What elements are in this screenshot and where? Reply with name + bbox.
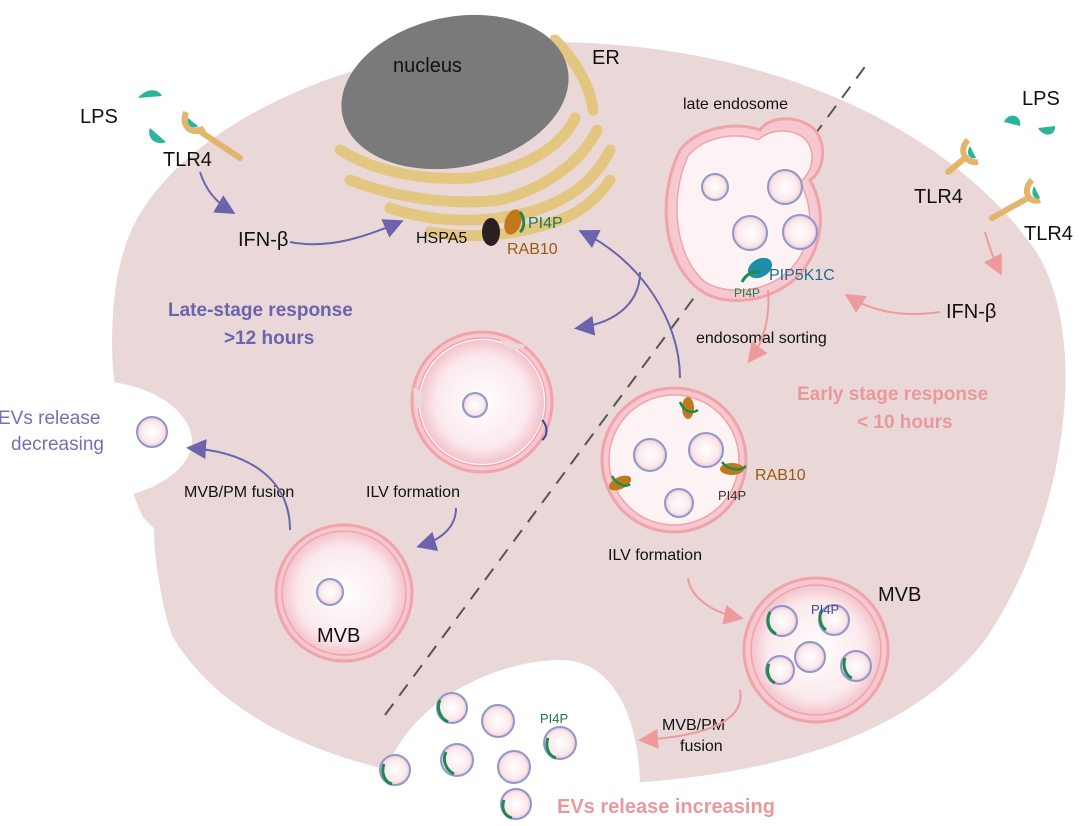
rab10-er-label: RAB10: [507, 241, 558, 258]
tlr4-left-label: TLR4: [163, 149, 212, 171]
hspa5-protein: [482, 218, 500, 246]
left-mvb: [274, 523, 414, 663]
evs-dec-label-line1: EVs release: [0, 408, 100, 429]
right-mvb: [742, 576, 890, 724]
er-label: ER: [592, 47, 620, 69]
early-stage-label-line1: Early stage response: [797, 384, 988, 405]
pi4p-er-mark: [518, 211, 526, 234]
arrow-ifn-to-pip5k1c: [844, 293, 941, 315]
right-endosome: [600, 386, 748, 534]
evs-dec-label-line2: decreasing: [11, 434, 104, 455]
tlr4-right-receptor-2: [989, 177, 1041, 221]
pi4p-er-label: PI4P: [528, 215, 563, 232]
arrow-to-left-endosome: [574, 271, 641, 336]
arrow-mvb-pm-right: [638, 689, 742, 749]
tlr4-left-receptor: [181, 110, 243, 161]
arrow-mvb-pm-left: [186, 439, 291, 531]
tlr4-right-label-2: TLR4: [1024, 223, 1073, 245]
late-stage-label-line2: >12 hours: [224, 328, 314, 349]
evs-inc-label: EVs release increasing: [557, 796, 775, 818]
nucleus: [341, 14, 569, 170]
late-endosome: [664, 117, 825, 302]
lps-left-label: LPS: [80, 106, 118, 128]
lps-left-1: [138, 90, 162, 98]
pi4p-endosome-label: PI4P: [734, 286, 760, 300]
left-endosome: [410, 330, 554, 474]
ilv-formation-right-label: ILV formation: [608, 547, 702, 564]
arrow-tlr4-to-ifn-left: [199, 171, 236, 215]
lps-right-2: [1038, 126, 1056, 135]
ifn-right-label: IFN-β: [946, 301, 996, 323]
pip5k1c-label: PIP5K1C: [769, 267, 835, 284]
ifn-left-label: IFN-β: [238, 229, 288, 251]
arrow-tlr4-to-ifn-right: [983, 231, 1002, 276]
lps-right-1: [1004, 115, 1021, 126]
tlr4-right-label-1: TLR4: [914, 186, 963, 208]
early-stage-label-line2: < 10 hours: [857, 412, 953, 433]
late-stage-label-line1: Late-stage response: [168, 300, 353, 321]
arrow-ilv-right: [687, 577, 744, 625]
er: [334, 34, 616, 242]
pi4p-mvb-label: PI4P: [811, 602, 839, 617]
ilv-formation-left-label: ILV formation: [366, 484, 460, 501]
lps-right-label: LPS: [1022, 88, 1060, 110]
mvb-pm-fusion-right-label-1: MVB/PM: [662, 717, 725, 734]
mvb-pm-fusion-right-label-2: fusion: [680, 738, 723, 755]
late-endosome-label: late endosome: [683, 96, 788, 113]
lps-left-2: [149, 128, 166, 144]
tlr4-right-receptor-1: [945, 137, 979, 175]
mvb-right-label: MVB: [878, 584, 921, 606]
arrow-ifn-to-er-left: [289, 219, 404, 246]
pi4p-endosome-mark: [740, 270, 761, 283]
pi4p-right-label: PI4P: [718, 488, 746, 503]
pi4p-evs-label: PI4P: [540, 711, 568, 726]
nucleus-label: nucleus: [393, 55, 462, 77]
arrow-ilv-left: [416, 507, 457, 551]
evs-bottom: [379, 692, 577, 820]
hspa5-label: HSPA5: [416, 230, 467, 247]
arrow-endosome-down: [747, 289, 770, 364]
mvb-pm-fusion-left-label: MVB/PM fusion: [184, 484, 294, 501]
mvb-left-label: MVB: [317, 625, 360, 647]
rab10-protein-er: [504, 209, 522, 235]
arrow-to-er-from-late: [578, 229, 681, 379]
ev-left: [136, 416, 168, 448]
rab10-right-label: RAB10: [755, 467, 806, 484]
